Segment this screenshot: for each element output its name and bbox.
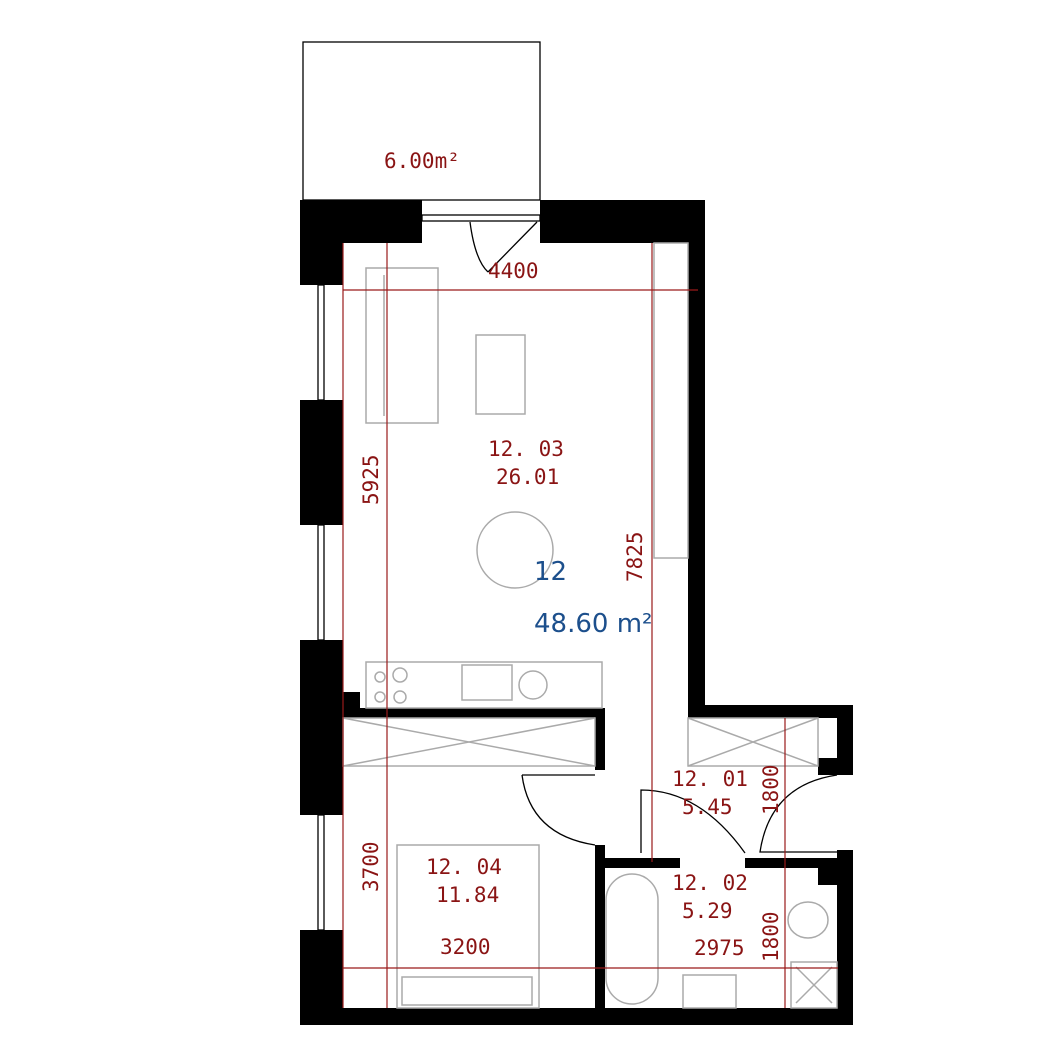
- windows: [317, 214, 541, 931]
- room-12-01-id: 12. 01: [672, 767, 748, 791]
- room-12-02-area: 5.29: [682, 899, 733, 923]
- dim-bath-width: 2975: [694, 936, 745, 960]
- dim-bath-depth: 1800: [759, 911, 783, 962]
- furniture: [342, 242, 838, 1009]
- dim-bedroom-width: 3200: [440, 935, 491, 959]
- dim-living-depth-left: 5925: [359, 454, 383, 505]
- walls: [300, 200, 853, 1025]
- balcony: [302, 41, 541, 201]
- room-12-03-id: 12. 03: [488, 437, 564, 461]
- dim-hall-depth: 1800: [759, 764, 783, 815]
- dim-living-depth-right: 7825: [623, 531, 647, 582]
- room-12-02-id: 12. 02: [672, 871, 748, 895]
- apartment-number: 12: [534, 557, 567, 587]
- dim-living-width: 4400: [488, 259, 539, 283]
- balcony-area: 6.00m²: [384, 149, 460, 173]
- dim-bedroom-depth: 3700: [359, 841, 383, 892]
- room-12-01-area: 5.45: [682, 795, 733, 819]
- doors: [469, 221, 838, 854]
- room-12-03-area: 26.01: [496, 465, 559, 489]
- dimension-lines: [342, 243, 838, 1008]
- room-12-04-id: 12. 04: [426, 855, 502, 879]
- room-12-04-area: 11.84: [436, 883, 499, 907]
- apartment-total-area: 48.60 m²: [534, 609, 652, 639]
